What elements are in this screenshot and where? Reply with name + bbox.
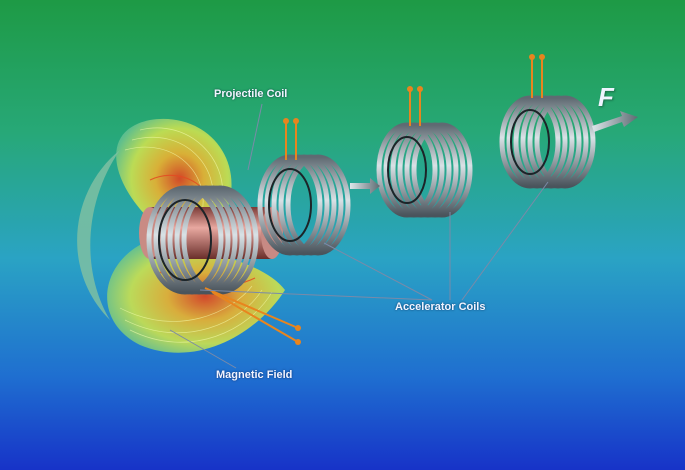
accelerator-coil-3 (499, 54, 596, 189)
accelerator-coils-label: Accelerator Coils (395, 301, 486, 313)
projectile-coil-label: Projectile Coil (214, 88, 288, 100)
projectile-coil (146, 185, 301, 345)
force-label: F (598, 82, 614, 112)
force-arrow-icon (592, 111, 638, 132)
accelerator-coil-2 (376, 86, 473, 218)
accelerator-coil-1 (257, 118, 351, 256)
arrow-right-icon (350, 178, 380, 194)
magnetic-field-label: Magnetic Field (216, 369, 293, 381)
leader-lines (169, 103, 549, 369)
